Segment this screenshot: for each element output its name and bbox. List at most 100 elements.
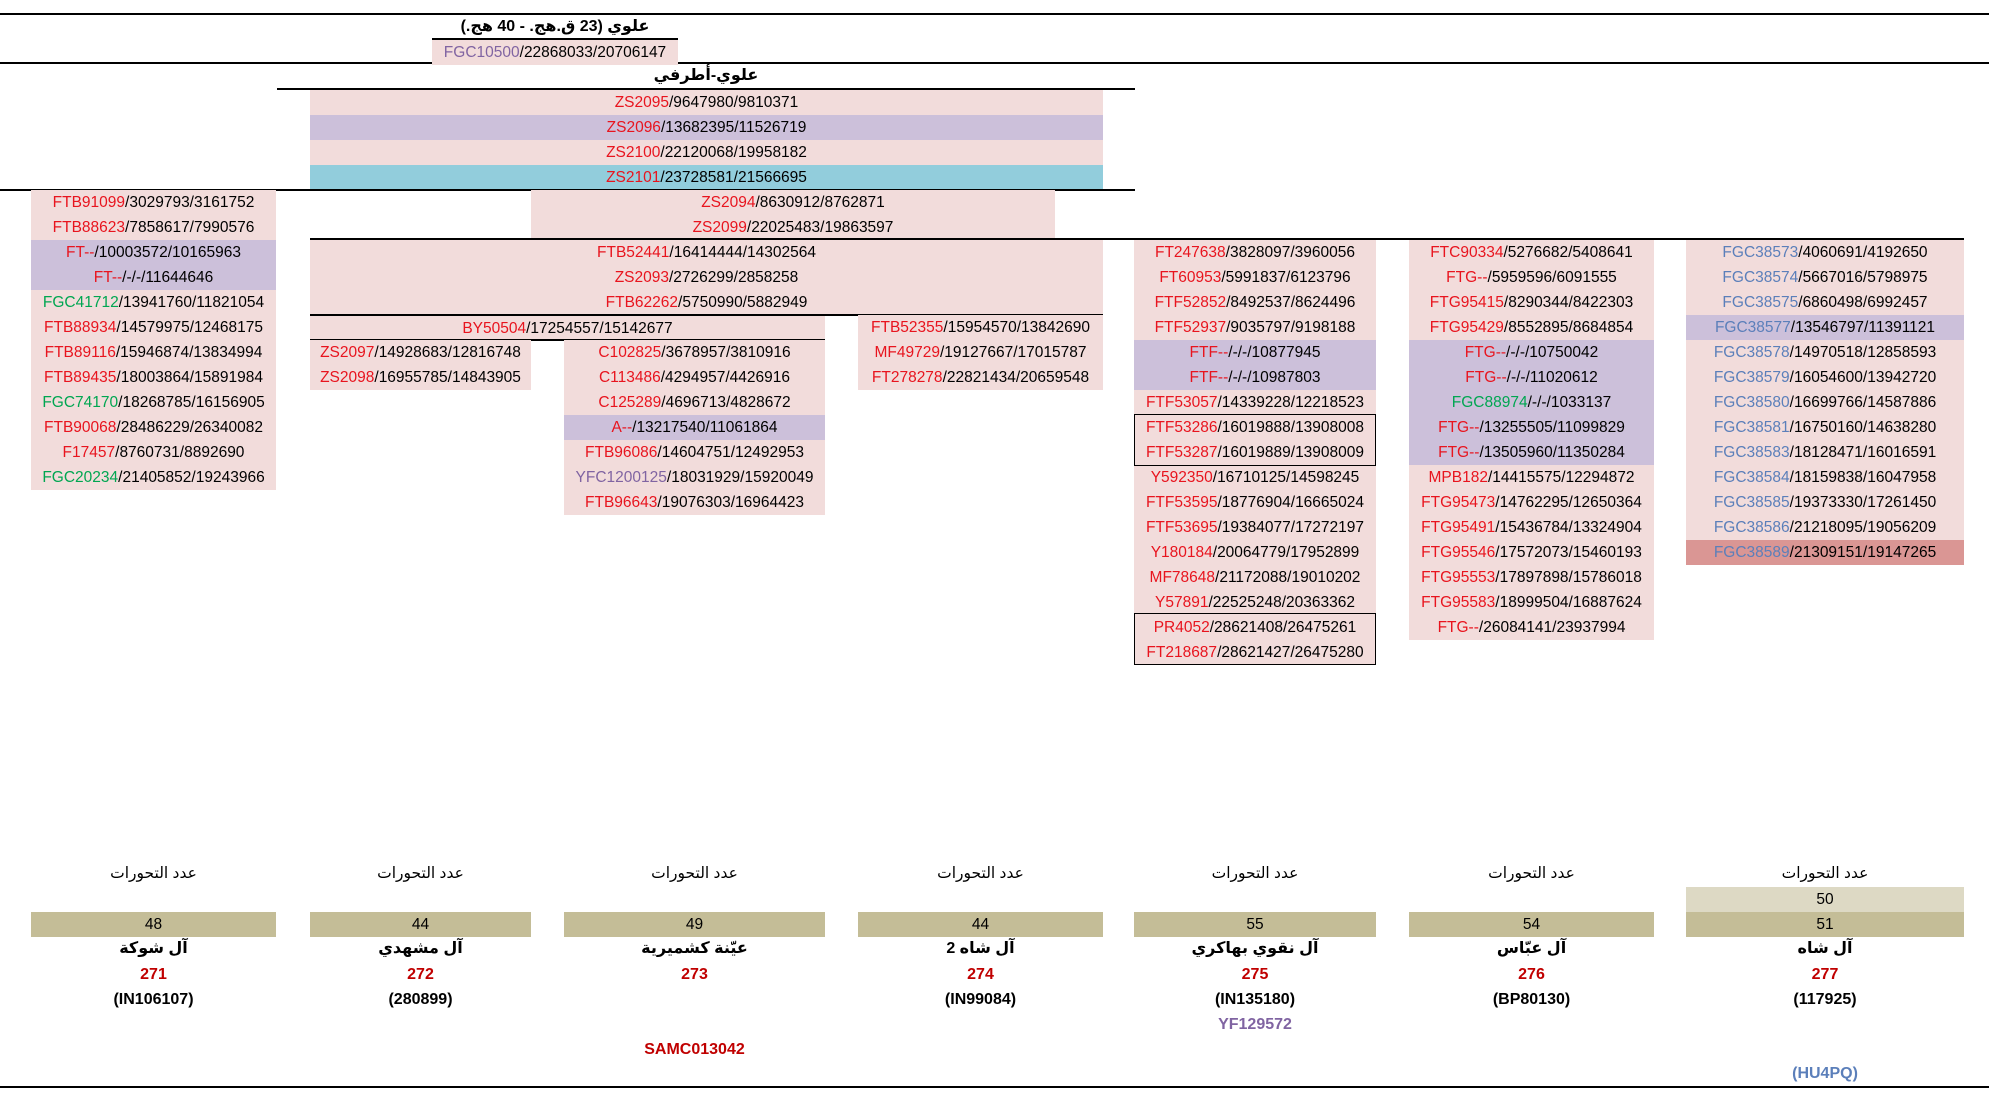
snp-name: FT278278 [871, 369, 943, 386]
snp-positions: 4294957/4426916 [665, 369, 791, 386]
snp-positions: 19076303/16964423 [661, 494, 804, 511]
snp-positions: 14928683/12816748 [378, 344, 521, 361]
column-271-row: FTB89435/18003864/15891984 [31, 365, 276, 390]
mutation-count: 49 [564, 912, 825, 937]
column-275-row: FTF53695/19384077/17272197 [1134, 515, 1376, 540]
snp-positions: 10003572/10165963 [98, 244, 241, 261]
snp-name: FTB96086 [585, 444, 658, 461]
column-277-row: FGC38575/6860498/6992457 [1686, 290, 1964, 315]
snp-positions: 16955785/14843905 [378, 369, 521, 386]
snp-positions: 23728581/21566695 [664, 169, 807, 186]
snp-name: FTB52355 [871, 319, 944, 336]
column-276-row: FTG95415/8290344/8422303 [1409, 290, 1654, 315]
snp-name: FTF53287 [1145, 444, 1218, 461]
extra-sample-code: YF129572 [1218, 1016, 1292, 1033]
snp-name: FT218687 [1146, 644, 1218, 661]
snp-name: FT-- [66, 244, 95, 261]
snp-positions: 8760731/8892690 [119, 444, 245, 461]
snp-name: FTF52852 [1154, 294, 1227, 311]
snp-name: FTB88623 [52, 219, 126, 236]
column-275-row: PR4052/28621408/26475261 [1134, 615, 1376, 640]
column-277-row: FGC38584/18159838/16047958 [1686, 465, 1964, 490]
column-275-row: FTF53057/14339228/12218523 [1134, 390, 1376, 415]
snp-positions: 16054600/13942720 [1793, 369, 1937, 386]
snp-positions: 16750160/14638280 [1793, 419, 1937, 436]
column-275-row: FT60953/5991837/6123796 [1134, 265, 1376, 290]
column-271-row: FGC20234/21405852/19243966 [31, 465, 276, 490]
snp-positions: 18159838/16047958 [1793, 469, 1937, 486]
root-snp: FGC10500 [443, 44, 520, 61]
snp-positions: 8552895/8684854 [1508, 319, 1634, 336]
column-273-row: C125289/4696713/4828672 [564, 390, 825, 415]
snp-positions: 9647980/9810371 [673, 94, 799, 111]
family-name: آل شوكة [119, 940, 188, 957]
column-276-row: FTG95553/17897898/15786018 [1409, 565, 1654, 590]
snp-positions: 14604751/12492953 [661, 444, 804, 461]
column-274-row: FTB52355/15954570/13842690 [858, 315, 1103, 340]
by50504-snp: BY50504 [462, 320, 527, 337]
mutation-count-label: عدد التحورات [937, 865, 1024, 882]
snp-name: FGC88974 [1451, 394, 1528, 411]
column-276-row: FTG95546/17572073/15460193 [1409, 540, 1654, 565]
family-number: 275 [1241, 966, 1269, 983]
column-275-row: FTF53286/16019888/13908008 [1134, 415, 1376, 440]
snp-positions: 18268785/16156905 [122, 394, 265, 411]
snp-name: FTB96643 [585, 494, 658, 511]
snp-name: Y57891 [1155, 594, 1209, 611]
snp-positions: 8630912/8762871 [759, 194, 885, 211]
column-271-row: FGC74170/18268785/16156905 [31, 390, 276, 415]
snp-name: FGC38573 [1722, 244, 1799, 261]
snp-positions: 3029793/3161752 [129, 194, 255, 211]
snp-name: FGC74170 [42, 394, 119, 411]
snp-name: FTF-- [1189, 344, 1229, 361]
snp-name: FGC38579 [1713, 369, 1790, 386]
footer-bottom-line [0, 1086, 1989, 1088]
by50504-row: BY50504/17254557/15142677 [310, 316, 825, 341]
column-273-row: C113486/4294957/4426916 [564, 365, 825, 390]
snp-positions: 4696713/4828672 [665, 394, 791, 411]
snp-positions: 13941760/11821054 [123, 294, 265, 311]
sample-code: (280899) [388, 991, 453, 1008]
snp-name: FTF53057 [1145, 394, 1218, 411]
family-number: 274 [967, 966, 994, 983]
mutation-count-label: عدد التحورات [1488, 865, 1575, 882]
snp-positions: 16019888/13908008 [1221, 419, 1365, 436]
column-275-row: Y57891/22525248/20363362 [1134, 590, 1376, 615]
snp-positions: 5667016/5798975 [1802, 269, 1928, 286]
top-divider-line [0, 62, 1989, 64]
snp-name: FGC38586 [1713, 519, 1790, 536]
snp-name: FTB62262 [605, 294, 679, 311]
snp-name: ZS2101 [606, 169, 661, 186]
snp-positions: 20064779/17952899 [1217, 544, 1360, 561]
snp-positions: 15954570/13842690 [947, 319, 1090, 336]
snp-positions: 18031929/15920049 [671, 469, 814, 486]
column-275-row: FTF52937/9035797/9198188 [1134, 315, 1376, 340]
snp-positions: 5991837/6123796 [1225, 269, 1351, 286]
snp-name: FTG-- [1438, 444, 1480, 461]
column-273-row: C102825/3678957/3810916 [564, 340, 825, 365]
snp-name: FGC38585 [1713, 494, 1790, 511]
column-275-row: Y180184/20064779/17952899 [1134, 540, 1376, 565]
column-276-row: FTG--/13255505/11099829 [1409, 415, 1654, 440]
snp-name: FTF53286 [1145, 419, 1218, 436]
snp-name: FGC38583 [1713, 444, 1790, 461]
snp-name: FTG-- [1446, 269, 1488, 286]
top-border-line [0, 13, 1989, 15]
column-277-row: FGC38574/5667016/5798975 [1686, 265, 1964, 290]
extra-sample-code: SAMC013042 [644, 1041, 745, 1058]
sample-code: (IN99084) [944, 991, 1017, 1008]
snp-positions: 14970518/12858593 [1793, 344, 1937, 361]
column-276-row: FTG--/-/-/11020612 [1409, 365, 1654, 390]
sample-code: (BP80130) [1492, 991, 1571, 1008]
snp-positions: 19384077/17272197 [1221, 519, 1365, 536]
snp-name: FTC90334 [1430, 244, 1504, 261]
subclade2-snp-row: FTB52441/16414444/14302564 [310, 240, 1103, 265]
snp-name: FTF53595 [1145, 494, 1218, 511]
snp-positions: 8290344/8422303 [1508, 294, 1634, 311]
snp-positions: -/-/10877945 [1232, 344, 1321, 361]
mutation-count-label: عدد التحورات [377, 865, 464, 882]
snp-positions: 21309151/19147265 [1793, 544, 1937, 561]
snp-name: Y180184 [1150, 544, 1213, 561]
snp-name: ZS2094 [701, 194, 756, 211]
snp-positions: 14339228/12218523 [1221, 394, 1365, 411]
